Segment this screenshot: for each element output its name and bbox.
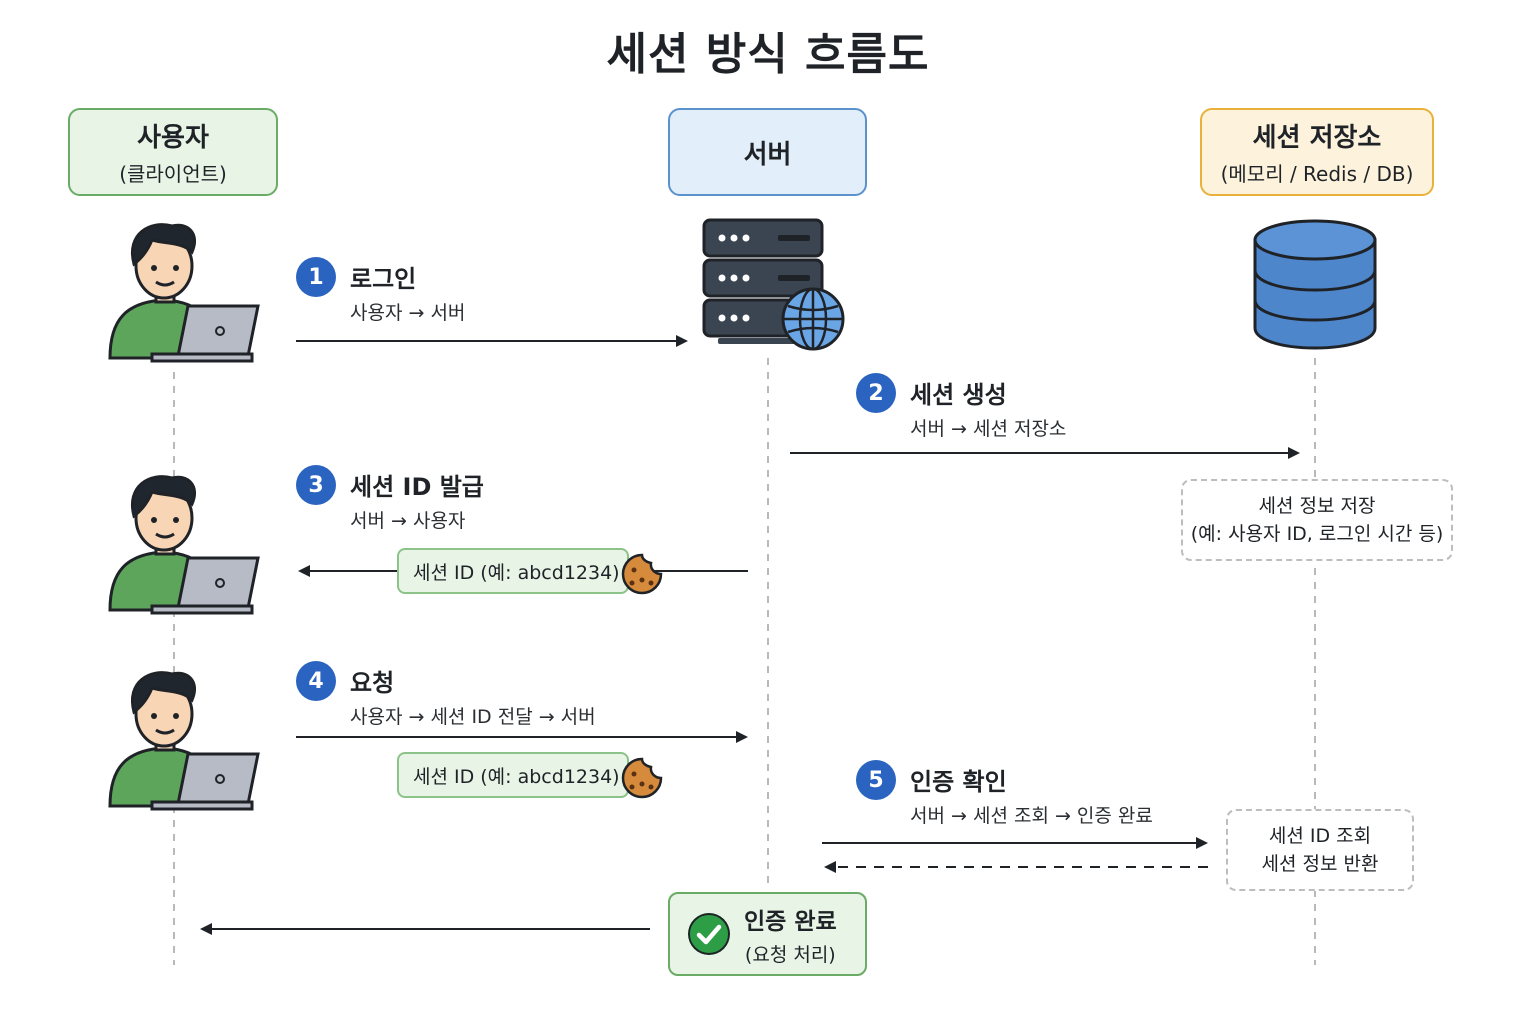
step-desc-2: 서버 → 세션 저장소 [910,418,1067,440]
note-lookup-line2: 세션 정보 반환 [1261,853,1379,875]
step-badge-4: 4 [296,661,336,701]
auth-complete-sub: (요청 처리) [744,943,836,966]
actor-user-sub: (클라이언트) [119,162,227,186]
step-title-1: 로그인 [350,265,417,293]
note-store-info-line1: 세션 정보 저장 [1258,495,1376,517]
step-title-5: 인증 확인 [910,768,1007,796]
actor-user-name: 사용자 [137,123,209,153]
user-with-laptop-icon [108,475,260,615]
step-badge-2: 2 [856,373,896,413]
note-lookup: 세션 ID 조회 세션 정보 반환 [1226,809,1414,891]
auth-complete-title: 인증 완료 [744,908,837,935]
step-title-4: 요청 [350,669,395,697]
actor-user: 사용자 (클라이언트) [68,108,278,196]
user-with-laptop-icon [108,223,260,363]
step-title-3: 세션 ID 발급 [350,473,484,501]
token-sent-label: 세션 ID (예: abcd1234) [413,765,620,788]
user-with-laptop-icon [108,671,260,811]
note-store-info-line2: (예: 사용자 ID, 로그인 시간 등) [1190,523,1444,545]
step-desc-4: 사용자 → 세션 ID 전달 → 서버 [350,706,596,728]
cookie-icon [621,553,663,595]
page-title: 세션 방식 흐름도 [606,29,930,80]
step-desc-3: 서버 → 사용자 [350,510,466,532]
check-circle-icon [688,913,730,955]
note-lookup-line1: 세션 ID 조회 [1268,825,1372,847]
actor-server: 서버 [668,108,867,196]
cookie-icon [621,757,663,799]
actor-server-name: 서버 [743,139,792,170]
actor-store: 세션 저장소 (메모리 / Redis / DB) [1200,108,1434,196]
database-icon [1253,219,1377,350]
session-id-token-issued: 세션 ID (예: abcd1234) [397,548,629,594]
actor-store-sub: (메모리 / Redis / DB) [1220,162,1414,186]
step-badge-3: 3 [296,465,336,505]
globe-icon [781,287,845,351]
auth-complete-box: 인증 완료 (요청 처리) [668,892,867,976]
step-desc-1: 사용자 → 서버 [350,302,466,324]
step-desc-5: 서버 → 세션 조회 → 인증 완료 [910,805,1153,827]
step-badge-5: 5 [856,760,896,800]
note-store-info: 세션 정보 저장 (예: 사용자 ID, 로그인 시간 등) [1181,479,1453,561]
step-title-2: 세션 생성 [910,381,1007,409]
actor-store-name: 세션 저장소 [1252,123,1382,153]
step-badge-1: 1 [296,257,336,297]
session-id-token-sent: 세션 ID (예: abcd1234) [397,752,629,798]
token-issued-label: 세션 ID (예: abcd1234) [413,561,620,584]
